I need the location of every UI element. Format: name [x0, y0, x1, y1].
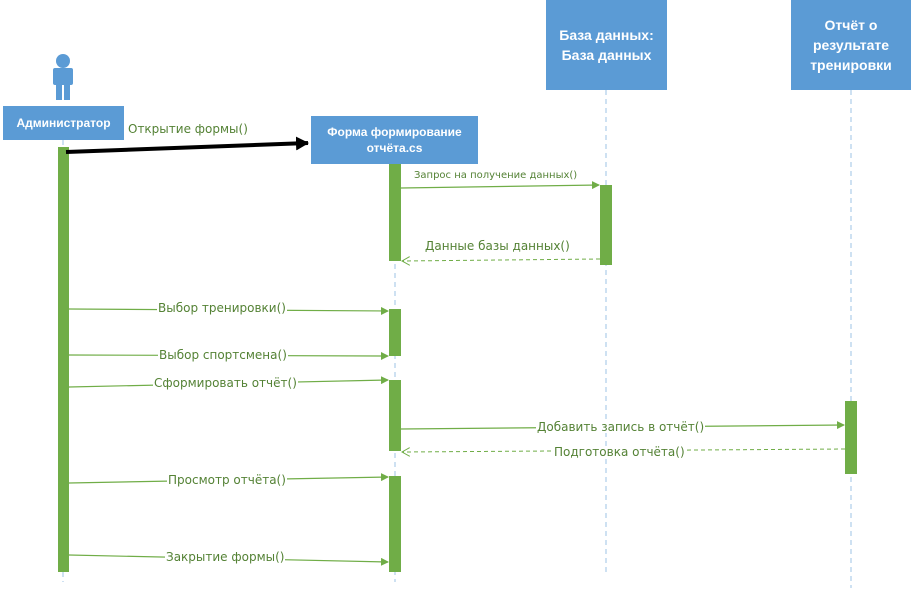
db-data-arrow	[402, 259, 601, 261]
admin-header-label: Администратор	[16, 116, 111, 130]
form-activation-4	[389, 476, 401, 572]
open-form-label: Открытие формы()	[127, 122, 249, 136]
report-activation	[845, 401, 857, 474]
db-header: База данных: База данных	[546, 0, 667, 90]
db-header-line-2: База данных	[561, 47, 652, 63]
db-activation	[600, 185, 612, 265]
form-header-line-1: Форма формирование	[327, 124, 462, 139]
request-data-arrow	[400, 181, 600, 190]
add-record-label: Добавить запись в отчёт()	[536, 420, 706, 434]
report-header-line-2: результате	[812, 36, 890, 53]
select-athlete-label: Выбор спортсмена()	[158, 348, 288, 362]
db-data-label: Данные базы данных()	[424, 239, 571, 253]
make-report-label: Сформировать отчёт()	[153, 376, 298, 390]
select-training-label: Выбор тренировки()	[157, 301, 287, 315]
report-header: Отчёт о результате тренировки	[791, 0, 911, 90]
form-header: Форма формирование отчёта.cs	[311, 116, 478, 164]
form-activation-1	[389, 164, 401, 261]
form-activation-3	[389, 380, 401, 451]
form-header-line-2: отчёта.cs	[366, 141, 423, 155]
open-form-arrow	[65, 136, 309, 154]
view-report-label: Просмотр отчёта()	[167, 473, 287, 487]
prepare-report-arrow	[402, 449, 846, 452]
close-form-label: Закрытие формы()	[165, 550, 286, 564]
admin-activation	[58, 147, 69, 572]
request-data-label: Запрос на получение данных()	[413, 170, 579, 181]
report-header-line-1: Отчёт о	[824, 16, 878, 33]
prepare-report-label: Подготовка отчёта()	[553, 445, 686, 459]
form-activation-2	[389, 309, 401, 356]
db-header-line-1: База данных:	[559, 26, 654, 43]
report-header-line-3: тренировки	[810, 57, 892, 74]
person-icon	[53, 54, 73, 100]
admin-header: Администратор	[3, 106, 124, 140]
